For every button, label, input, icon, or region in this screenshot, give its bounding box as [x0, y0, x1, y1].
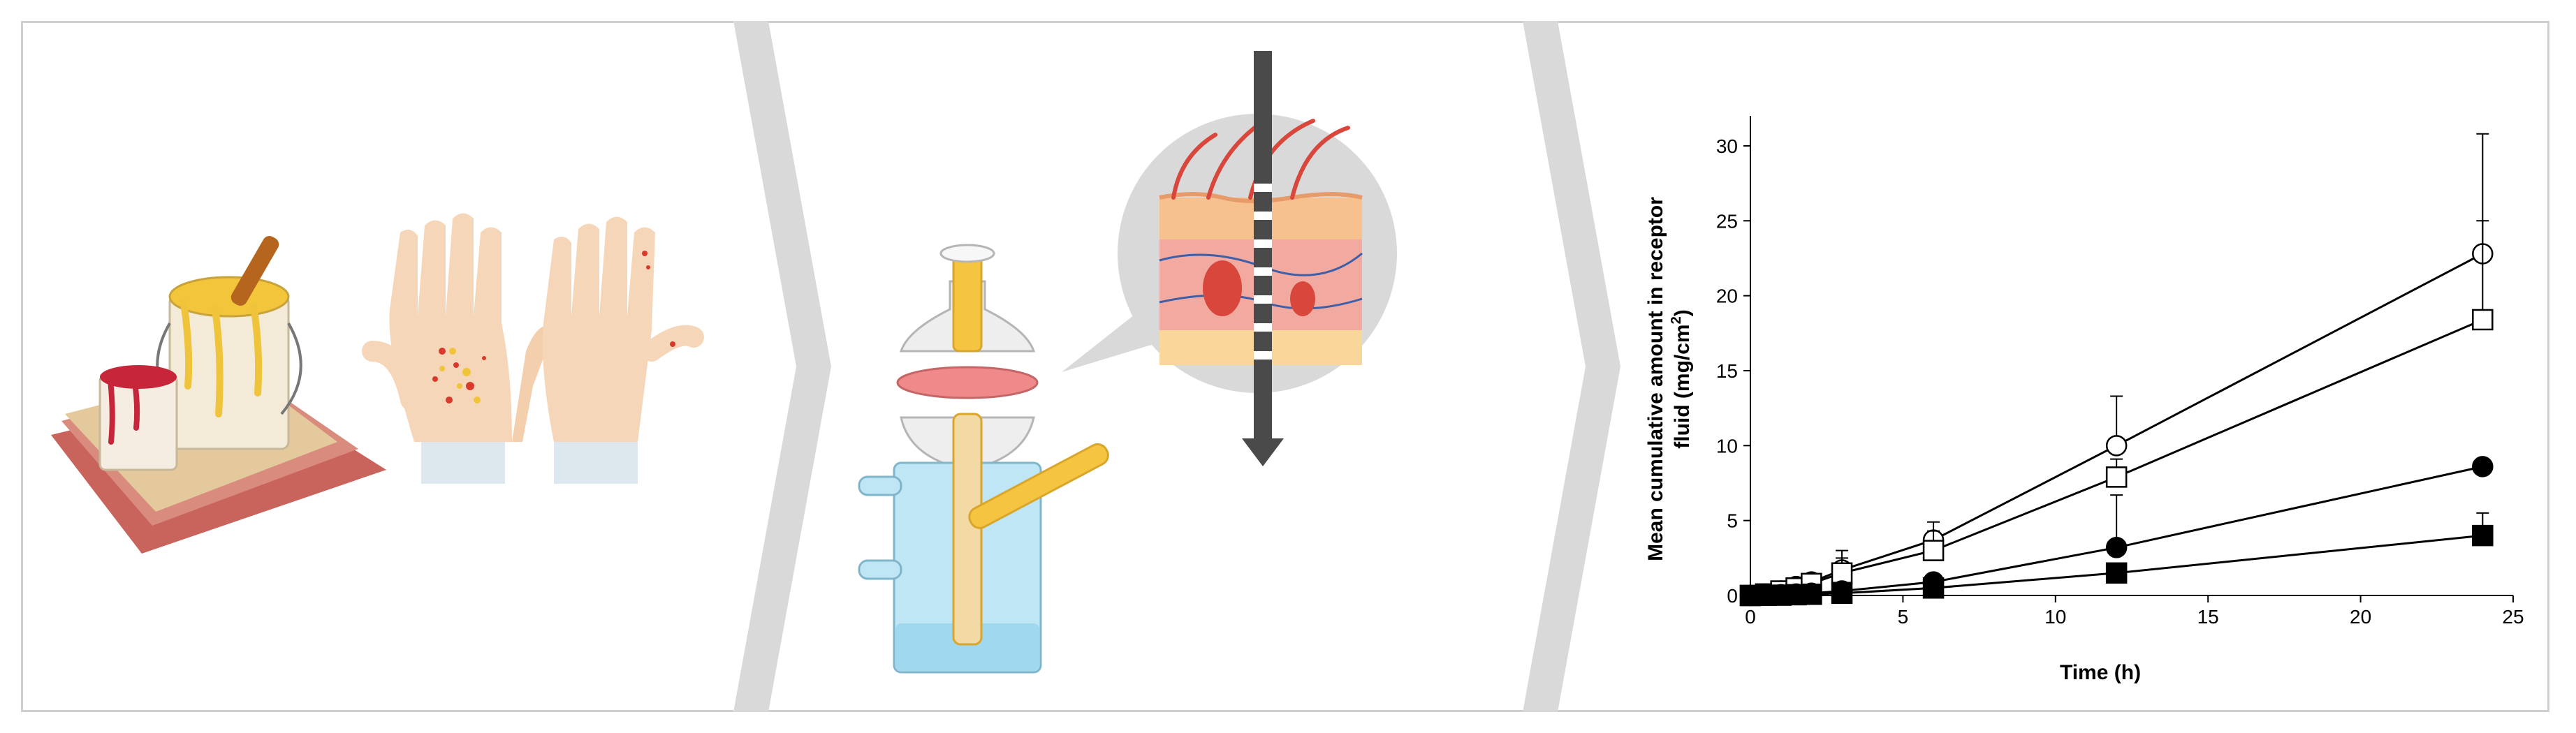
- y-tick-label: 20: [1716, 286, 1738, 307]
- y-tick-label: 15: [1716, 360, 1738, 382]
- paint-cans-icon: [98, 236, 302, 471]
- y-tick-label: 10: [1716, 435, 1738, 457]
- x-tick-label: 25: [2502, 606, 2524, 628]
- y-tick-label: 25: [1716, 210, 1738, 232]
- y-axis-title-line2-main: fluid (mg/cm: [1671, 324, 1694, 448]
- x-tick-label: 20: [2350, 606, 2371, 628]
- y-tick-label: 30: [1716, 135, 1738, 157]
- data-point-square: [1831, 562, 1853, 584]
- data-point-square: [1801, 584, 1822, 605]
- data-point-square: [2472, 524, 2494, 547]
- data-point-square: [1922, 577, 1945, 599]
- data-point-circle: [2105, 537, 2128, 558]
- y-axis-title-close: ): [1671, 309, 1694, 316]
- permeation-arrow-icon: [1242, 51, 1284, 466]
- franz-cell-illustration: [858, 51, 1397, 674]
- chevron-separator: [733, 21, 838, 712]
- data-point-square: [2472, 309, 2494, 331]
- data-point-square: [1922, 540, 1945, 561]
- x-axis-title: Time (h): [2060, 661, 2141, 684]
- contaminated-hands-icon: [362, 213, 704, 484]
- data-point-square: [1831, 582, 1853, 605]
- y-axis-title-line2: fluid (mg/cm2): [1669, 309, 1694, 448]
- x-tick-label: 5: [1898, 606, 1909, 628]
- x-tick-label: 0: [1745, 606, 1756, 628]
- y-axis-title-sup: 2: [1669, 316, 1684, 324]
- y-tick-label: 5: [1727, 510, 1738, 532]
- y-axis-title-line1: Mean cumulative amount in receptor: [1644, 197, 1667, 561]
- panel-franz-cell: [831, 23, 1523, 710]
- panel-chart: 0 5 10 15 20 25 0 5 10 15 20 25 30 Time (h) Mean cum…: [1620, 23, 2542, 710]
- x-tick-label: 10: [2044, 606, 2066, 628]
- franz-diffusion-cell-icon: [858, 244, 1109, 674]
- chevron-separator: [1523, 21, 1627, 712]
- panel-exposure: [23, 23, 736, 710]
- x-tick-label: 15: [2197, 606, 2219, 628]
- data-point-square: [2105, 562, 2128, 584]
- exposure-illustration: [51, 213, 704, 554]
- data-point-circle: [2472, 456, 2494, 477]
- y-tick-label: 0: [1727, 585, 1738, 607]
- data-point-square: [2105, 466, 2128, 488]
- data-point-circle: [2105, 435, 2128, 457]
- permeation-chart: 0 5 10 15 20 25 0 5 10 15 20 25 30 Time (h) Mean cum…: [1644, 116, 2524, 684]
